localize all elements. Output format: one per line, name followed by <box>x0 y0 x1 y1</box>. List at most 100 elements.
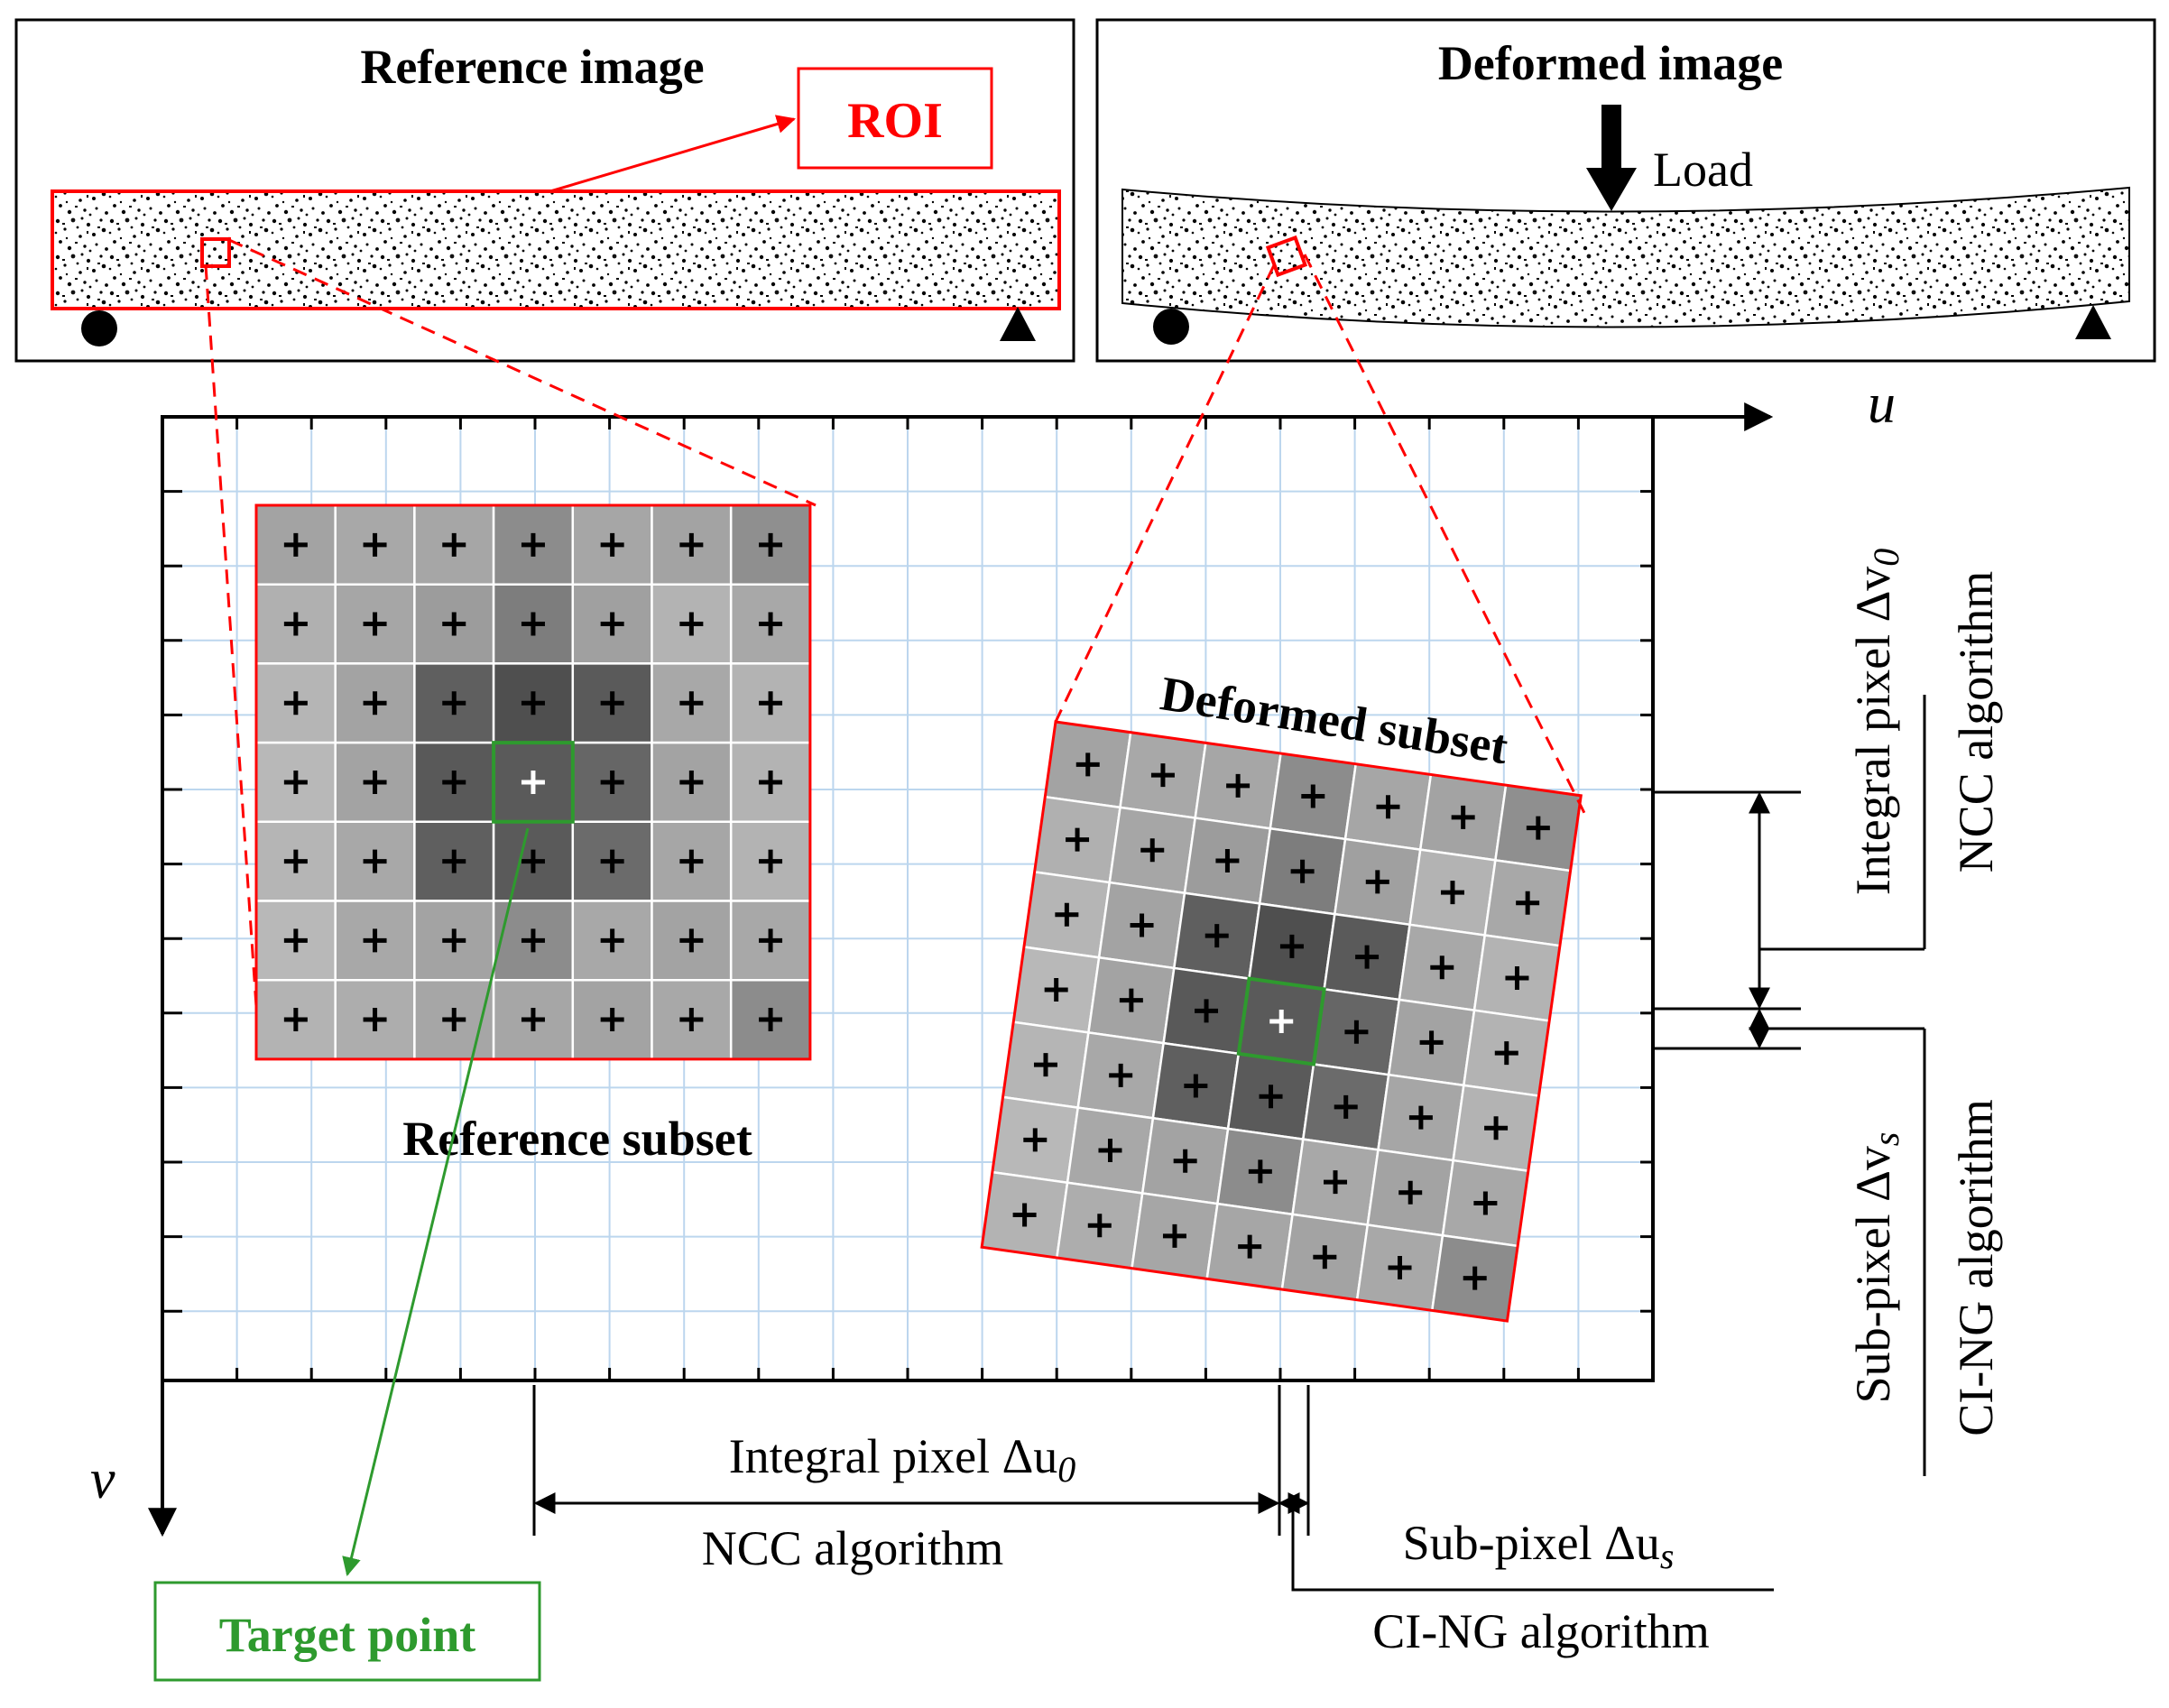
v-axis-label: v <box>90 1449 115 1510</box>
subset-point-marker <box>1173 1149 1197 1173</box>
subset-point-marker <box>1044 977 1068 1002</box>
ref-projection-left <box>204 264 258 1007</box>
subset-point-marker <box>600 928 624 953</box>
subset-point-marker <box>442 770 466 794</box>
def-projection-right <box>1303 254 1588 817</box>
subset-point-marker <box>1204 924 1229 948</box>
subset-point-marker <box>283 1008 308 1032</box>
subset-point-marker <box>442 612 466 636</box>
subset-outline <box>254 503 812 1061</box>
subset-point-marker <box>1184 1074 1208 1098</box>
subset-point-marker <box>1066 827 1090 852</box>
subset-point-marker <box>1334 1094 1358 1119</box>
subset-point-marker <box>521 612 545 636</box>
pin-support-icon <box>81 310 117 346</box>
subset-point-marker <box>1355 945 1380 969</box>
subset-point-marker <box>442 532 466 557</box>
target-point-label: Target point <box>219 1608 476 1662</box>
reference-image-panel: Reference image ROI <box>14 18 1075 363</box>
subset-point-marker <box>759 770 783 794</box>
subset-point-marker <box>1398 1180 1423 1205</box>
subset-point-marker <box>1463 1266 1487 1290</box>
subset-point-marker <box>283 770 308 794</box>
subset-point-marker <box>1075 752 1100 777</box>
subset-point-marker <box>1451 805 1475 829</box>
subset-point-marker <box>1033 1053 1057 1077</box>
subpixel-v-algorithm: CI-NG algorithm <box>1949 1099 2003 1436</box>
deformed-specimen <box>1121 186 2130 328</box>
subset-point-marker <box>759 612 783 636</box>
target-point-box <box>153 1581 541 1682</box>
subpixel-u-algorithm: CI-NG algorithm <box>1372 1604 1709 1658</box>
subset-outline <box>980 720 1583 1323</box>
subset-point-marker <box>759 1008 783 1032</box>
subset-point-marker <box>442 849 466 873</box>
subset-point-marker <box>363 770 387 794</box>
subset-point-marker <box>759 691 783 716</box>
subset-point-marker <box>1484 1116 1509 1140</box>
subset-point-marker <box>1473 1191 1498 1215</box>
subset-point-marker <box>1023 1128 1048 1152</box>
subset-point-marker <box>1290 859 1315 883</box>
subset-point-marker <box>1408 1105 1433 1130</box>
roi-pointer-arrow <box>549 115 797 193</box>
u-axis-label: u <box>1868 374 1896 435</box>
subset-point-marker <box>759 849 783 873</box>
subset-point-marker <box>1140 838 1165 863</box>
subset-point-marker <box>1130 913 1154 937</box>
subset-point-marker <box>442 1008 466 1032</box>
subset-point-marker <box>600 770 624 794</box>
subset-point-marker <box>679 691 704 716</box>
subset-point-marker <box>521 928 545 953</box>
def-projection-left <box>1054 264 1276 723</box>
subset-point-marker <box>1087 1214 1112 1238</box>
subset-point-marker <box>521 1008 545 1032</box>
target-point-box-marker <box>492 741 575 824</box>
pin-support-icon-deformed <box>1153 309 1189 345</box>
subset-point-marker <box>1516 891 1540 915</box>
subset-point-marker <box>1324 1170 1348 1195</box>
deformed-image-title: Deformed image <box>1438 36 1783 90</box>
subset-point-marker <box>679 770 704 794</box>
subset-point-marker <box>1494 1041 1518 1066</box>
subset-point-marker <box>1012 1203 1037 1227</box>
integral-v-label: Integral pixel Δv0 <box>1846 549 1906 896</box>
subset-point-marker <box>1440 881 1464 905</box>
deformed-subset-marker <box>1265 235 1308 278</box>
center-point-marker <box>521 770 545 794</box>
reference-image-title: Reference image <box>360 40 704 94</box>
deformed-subset <box>980 720 1583 1323</box>
reference-subset-marker <box>200 237 231 268</box>
subset-point-marker <box>1301 784 1325 808</box>
subset-point-marker <box>1248 1159 1272 1184</box>
integral-u-label: Integral pixel Δu0 <box>729 1429 1076 1490</box>
subset-point-marker <box>1313 1245 1337 1269</box>
subset-point-marker <box>363 612 387 636</box>
subset-point-marker <box>521 849 545 873</box>
roi-label-box <box>797 67 993 170</box>
subset-point-marker <box>600 691 624 716</box>
subset-point-marker <box>1376 795 1400 819</box>
subset-point-marker <box>1098 1139 1122 1163</box>
subset-point-marker <box>1419 1030 1444 1055</box>
integral-v-algorithm: NCC algorithm <box>1949 571 2003 873</box>
subset-point-marker <box>1238 1234 1262 1259</box>
subset-point-marker <box>363 928 387 953</box>
subset-point-marker <box>1226 773 1251 798</box>
integral-u-algorithm: NCC algorithm <box>702 1521 1004 1575</box>
subset-point-marker <box>1109 1063 1133 1087</box>
target-point-box-marker <box>1236 976 1326 1066</box>
subset-point-marker <box>1505 965 1529 990</box>
roller-support-icon <box>1000 307 1036 341</box>
reference-specimen-roi <box>51 189 1061 310</box>
reference-subset-label: Reference subset <box>402 1112 752 1166</box>
subset-point-marker <box>759 928 783 953</box>
subpixel-u-label: Sub-pixel Δus <box>1403 1516 1675 1576</box>
subset-point-marker <box>363 691 387 716</box>
subset-point-marker <box>283 928 308 953</box>
subset-point-marker <box>600 532 624 557</box>
horizontal-dimensions: Integral pixel Δu0 NCC algorithm Sub-pix… <box>532 1385 1774 1658</box>
subset-point-marker <box>1430 956 1454 980</box>
subset-point-marker <box>1195 999 1219 1023</box>
subset-point-marker <box>679 612 704 636</box>
